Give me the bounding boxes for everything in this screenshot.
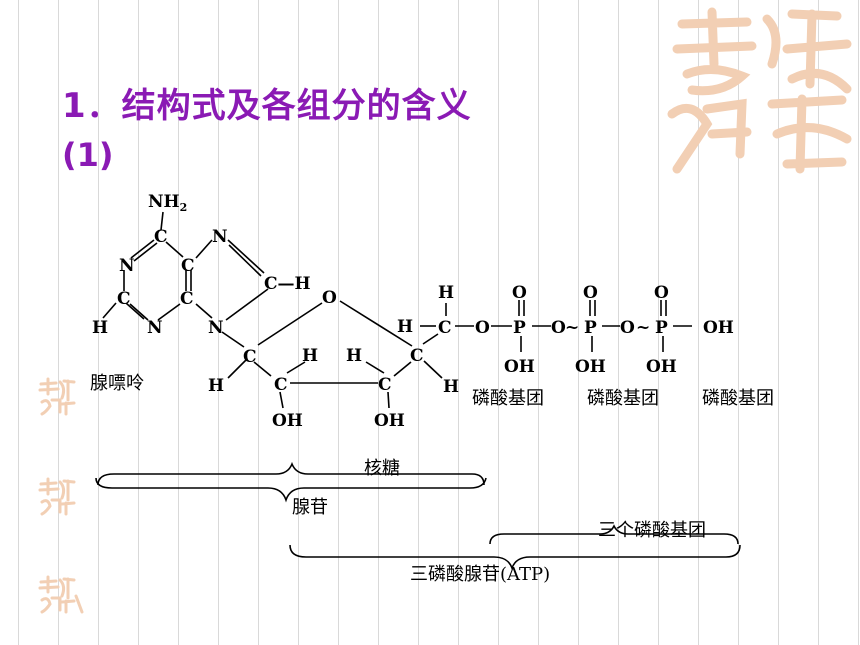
atom-c5p: C: [438, 318, 452, 338]
atom-oh-gamma: OH: [646, 357, 677, 377]
atom-h2: H: [92, 318, 108, 338]
slide-subtitle: (1): [62, 136, 114, 174]
wave-bond-1: ~: [565, 318, 579, 338]
atom-h3p: H: [346, 346, 362, 366]
atp-brace: [289, 544, 741, 571]
atom-oh-beta: OH: [575, 357, 606, 377]
atom-oh2: OH: [272, 411, 303, 431]
atom-o-bridge2: O: [620, 318, 635, 338]
brace-lines: [95, 461, 741, 571]
adenosine-label: 腺苷: [292, 497, 328, 518]
atp-label: 三磷酸腺苷(ATP): [410, 564, 550, 585]
atom-h5b: H: [397, 317, 413, 337]
atom-o-beta-top: O: [583, 283, 598, 303]
three-phosphates-label: 三个磷酸基团: [598, 520, 706, 541]
atom-c4: C: [180, 289, 194, 309]
atom-h5a: H: [438, 283, 454, 303]
phosphate-group-label-3: 磷酸基团: [702, 388, 774, 409]
adenine-label: 腺嘌呤: [90, 373, 144, 394]
atom-p-alpha: P: [513, 318, 526, 338]
bond-lines: [102, 211, 692, 409]
wave-bond-2: ~: [636, 318, 650, 338]
atom-h4p: H: [443, 377, 459, 397]
atom-labels: NH2 C N C N C C H N N C—H O C H H C OH H…: [92, 192, 734, 431]
atom-n9: N: [208, 318, 224, 338]
amino-label: NH2: [148, 192, 187, 214]
auspicious-emblem-icon: [667, 7, 852, 174]
atom-c5: C: [181, 256, 195, 276]
atom-c8-h: C—H: [264, 274, 311, 294]
small-emblem-icon: [38, 575, 84, 614]
atom-o-alpha-top: O: [512, 283, 527, 303]
atom-h2p: H: [302, 346, 318, 366]
atom-p-beta: P: [584, 318, 597, 338]
three-phosphates-brace: [489, 524, 739, 545]
component-labels: 腺嘌呤 磷酸基团 磷酸基团 磷酸基团 核糖 腺苷 三个磷酸基团 三磷酸腺苷(AT…: [90, 373, 774, 585]
adenosine-brace: [95, 477, 487, 503]
atom-o4: O: [322, 288, 337, 308]
atom-o-bridge1: O: [551, 318, 566, 338]
atom-c4p: C: [410, 346, 424, 366]
ribose-label: 核糖: [364, 458, 400, 479]
phosphate-group-label-2: 磷酸基团: [587, 388, 659, 409]
ribose-brace: [97, 461, 485, 486]
atom-n1: N: [119, 256, 135, 276]
atom-o-gamma-top: O: [654, 283, 669, 303]
phosphate-group-label-1: 磷酸基团: [472, 388, 544, 409]
atom-h1: H: [208, 376, 224, 396]
atom-p-gamma: P: [655, 318, 668, 338]
slide-title: 1．结构式及各组分的含义: [62, 86, 472, 126]
atom-c3p: C: [378, 375, 392, 395]
atom-o5: O: [475, 318, 490, 338]
atom-oh3: OH: [374, 411, 405, 431]
small-emblem-icon: [38, 377, 76, 416]
atom-c2: C: [117, 289, 131, 309]
atom-c6: C: [154, 227, 168, 247]
atom-n3: N: [147, 318, 163, 338]
atom-c1: C: [243, 347, 257, 367]
atom-n7: N: [212, 227, 228, 247]
atom-c2p: C: [274, 375, 288, 395]
atom-oh-alpha: OH: [504, 357, 535, 377]
small-emblem-icon: [38, 477, 76, 516]
atom-oh-terminal: OH: [703, 318, 734, 338]
